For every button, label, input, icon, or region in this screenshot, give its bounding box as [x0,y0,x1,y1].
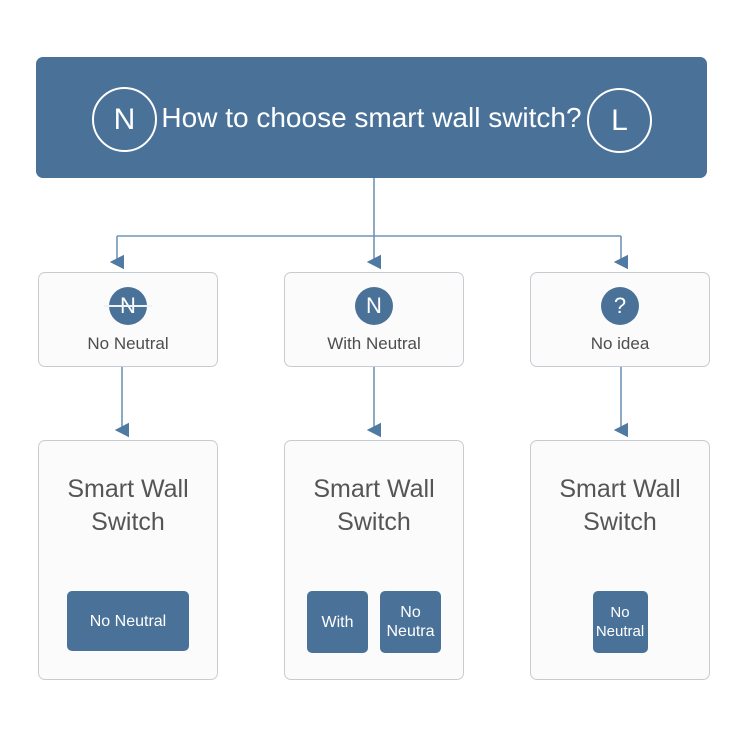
option-label: No idea [590,334,650,353]
option-box-with-neutral[interactable]: N With Neutral [284,272,464,367]
option-box-no-neutral[interactable]: N No Neutral [38,272,218,367]
option-icon-glyph: ? [613,293,627,318]
product-card[interactable]: Smart Wall Switch No Neutral [530,440,710,680]
option-box-no-idea[interactable]: ? No idea [530,272,710,367]
live-wire-badge-label: L [611,103,628,137]
option-label: With Neutral [327,334,421,353]
question-mark-icon: ? [601,287,639,325]
variant-button-with[interactable]: With [307,591,368,653]
product-title: Smart Wall Switch [559,475,681,536]
neutral-wire-circle-icon: N [92,87,157,152]
option-icon-glyph: N [120,293,136,318]
header-banner: N How to choose smart wall switch? L [36,57,707,178]
no-neutral-icon: N [109,287,147,325]
product-title: Smart Wall Switch [313,475,435,536]
variant-button-no-neutral[interactable]: No Neutra [380,591,441,653]
product-card[interactable]: Smart Wall Switch With No Neutra [284,440,464,680]
product-button-row: No Neutral [39,591,217,651]
product-card[interactable]: Smart Wall Switch No Neutral [38,440,218,680]
option-icon-glyph: N [366,293,382,318]
variant-button-no-neutral[interactable]: No Neutral [67,591,189,651]
with-neutral-icon: N [355,287,393,325]
product-button-row: With No Neutra [285,591,463,653]
variant-button-no-neutral[interactable]: No Neutral [592,591,648,653]
option-label: No Neutral [87,334,169,353]
product-button-row: No Neutral [531,591,709,653]
product-title: Smart Wall Switch [67,475,189,536]
live-wire-circle-icon: L [587,88,652,153]
page-title: How to choose smart wall switch? [161,101,582,133]
neutral-wire-badge-label: N [113,102,136,136]
